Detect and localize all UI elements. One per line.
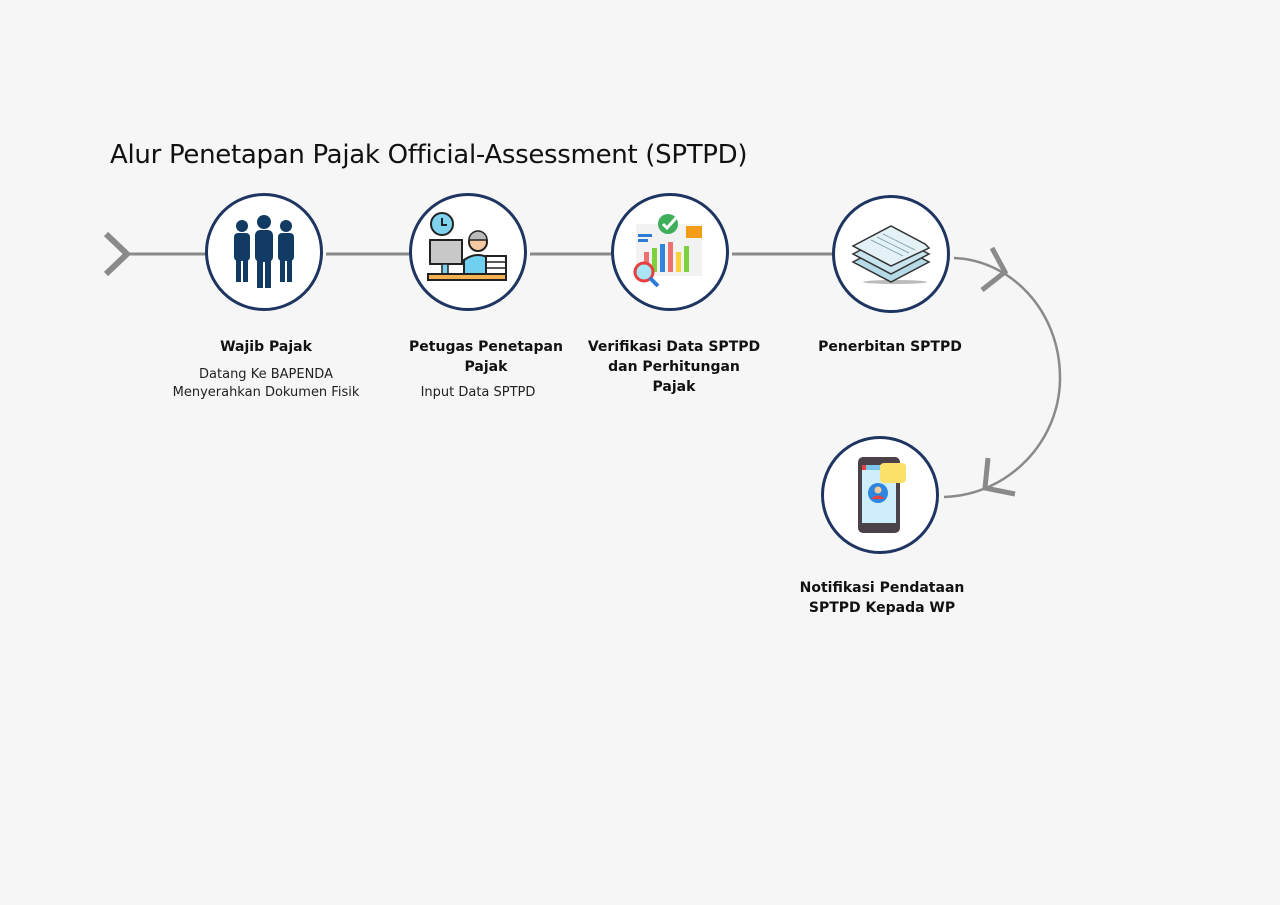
mobile-notification-icon: [858, 457, 906, 533]
step-description: Datang Ke BAPENDA: [199, 367, 333, 382]
step-label: Notifikasi Pendataan: [799, 580, 965, 596]
step-label: Pajak: [652, 379, 696, 395]
step-description: Menyerahkan Dokumen Fisik: [172, 385, 360, 400]
diagram-title: Alur Penetapan Pajak Official-Assessment…: [110, 140, 748, 170]
step-label: Verifikasi Data SPTPD: [587, 339, 761, 355]
officer-desk-icon: [427, 212, 507, 281]
step-description: Input Data SPTPD: [420, 385, 536, 400]
arrow-chevron-icon: [982, 457, 1016, 497]
documents-stack-icon: [851, 225, 931, 284]
step-wajib-pajak-node: [205, 193, 323, 311]
step-label: Penerbitan SPTPD: [818, 339, 962, 355]
step-penerbitan-node: [832, 195, 950, 313]
arrow-chevron-icon: [980, 246, 1009, 292]
curved-connector: [943, 256, 1062, 499]
step-verifikasi-node: [611, 193, 729, 311]
step-label: dan Perhitungan: [608, 359, 740, 375]
people-icon: [234, 215, 294, 288]
step-label: Petugas Penetapan: [409, 339, 563, 355]
step-label: SPTPD Kepada WP: [808, 600, 956, 616]
step-label: Pajak: [464, 359, 508, 375]
analytics-verify-icon: [633, 214, 702, 288]
start-chevron-icon: [103, 231, 132, 277]
step-label: Wajib Pajak: [220, 339, 312, 355]
step-notifikasi-node: [821, 436, 939, 554]
step-petugas-node: [409, 193, 527, 311]
